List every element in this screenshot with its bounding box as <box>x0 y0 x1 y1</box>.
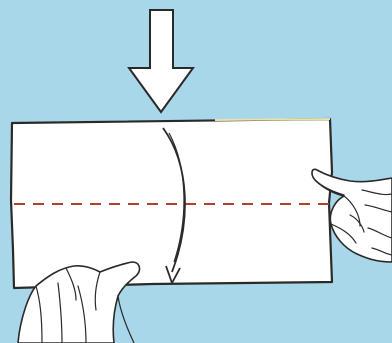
paper-top-edge <box>215 119 330 120</box>
